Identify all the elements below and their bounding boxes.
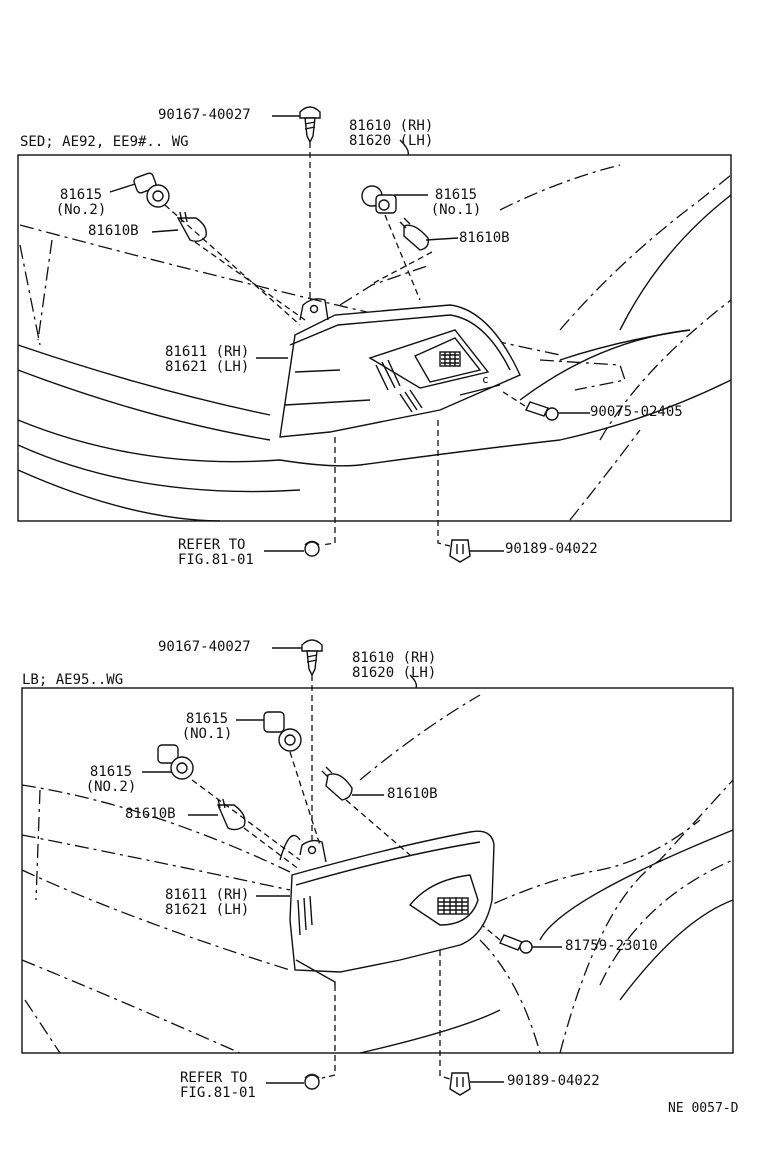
- bottom-clip-label: 90189-04022: [507, 1073, 600, 1089]
- bottom-socket-no2-part: [157, 744, 194, 780]
- top-refer-part: [304, 540, 320, 557]
- footer-code: NE 0057-D: [668, 1101, 739, 1116]
- top-lamp-assy-lh-label: 81620 (LH): [349, 133, 434, 149]
- bottom-bulb-right-part: [321, 766, 353, 801]
- top-socket-no2-part: [133, 172, 170, 208]
- top-lens-rh-label: 81611 (RH): [165, 344, 250, 360]
- top-socket-no1-part: [361, 185, 397, 214]
- bottom-diagram: [21, 639, 734, 1096]
- top-socket-no1-label: 81615: [434, 187, 478, 203]
- top-clip-part: [449, 539, 471, 563]
- top-screw-top-part: [299, 106, 321, 144]
- bottom-lamp-assy-rh-label: 81610 (RH): [352, 650, 437, 666]
- bottom-lens-rh-label: 81611 (RH): [165, 887, 250, 903]
- top-lens-lh-label: 81621 (LH): [165, 359, 250, 375]
- bottom-variant-label: LB; AE95..WG: [22, 672, 124, 688]
- bottom-socket-no1-label: 81615: [185, 711, 229, 727]
- top-frame: [17, 154, 732, 522]
- bottom-socket-no1-part: [263, 711, 302, 752]
- top-bulb-right-label: 81610B: [459, 230, 510, 246]
- bottom-refer-fig-label: FIG.81-01: [180, 1085, 256, 1101]
- bottom-bulb-left-part: [216, 798, 246, 831]
- bottom-clip-part: [449, 1072, 471, 1096]
- bottom-refer-part: [304, 1073, 320, 1090]
- top-bulb-right-part: [399, 217, 430, 251]
- bottom-screw-top-part: [301, 639, 323, 677]
- bottom-refer-label: REFER TO: [180, 1070, 248, 1086]
- top-socket-no2-sub-label: (No.2): [55, 202, 107, 218]
- top-leaders: [109, 115, 590, 552]
- top-refer-label: REFER TO: [178, 537, 246, 553]
- top-lamp-assy-rh-label: 81610 (RH): [349, 118, 434, 134]
- bottom-screw-side-part: [499, 934, 533, 954]
- bottom-socket-no2-label: 81615: [89, 764, 133, 780]
- top-variant-label: SED; AE92, EE9#.. WG: [20, 134, 189, 150]
- bottom-bulb-right-label: 81610B: [387, 786, 438, 802]
- top-refer-fig-label: FIG.81-01: [178, 552, 254, 568]
- bottom-bulb-left-label: 81610B: [125, 806, 176, 822]
- top-clip-label: 90189-04022: [505, 541, 598, 557]
- bottom-leaders: [142, 647, 562, 1084]
- bottom-lamp-assembly: [289, 830, 495, 985]
- top-screw-side-label: 90075-02405: [590, 404, 683, 420]
- bottom-socket-no2-sub-label: (NO.2): [85, 779, 137, 795]
- top-socket-no1-sub-label: (No.1): [430, 202, 482, 218]
- top-lamp-assembly: c: [279, 298, 521, 438]
- top-bulb-left-part: [176, 211, 207, 243]
- top-diagram: c: [17, 106, 732, 563]
- svg-text:c: c: [482, 373, 489, 386]
- bottom-lamp-assy-lh-label: 81620 (LH): [352, 665, 437, 681]
- bottom-socket-no1-sub-label: (NO.1): [181, 726, 233, 742]
- bottom-lens-lh-label: 81621 (LH): [165, 902, 250, 918]
- top-screw-side-part: [525, 401, 559, 421]
- bottom-screw-top-label: 90167-40027: [158, 639, 251, 655]
- bottom-screw-side-label: 81759-23010: [565, 938, 658, 954]
- bottom-body-lines: [21, 694, 734, 1054]
- top-screw-top-label: 90167-40027: [158, 107, 251, 123]
- top-socket-no2-label: 81615: [59, 187, 103, 203]
- top-bulb-left-label: 81610B: [88, 223, 139, 239]
